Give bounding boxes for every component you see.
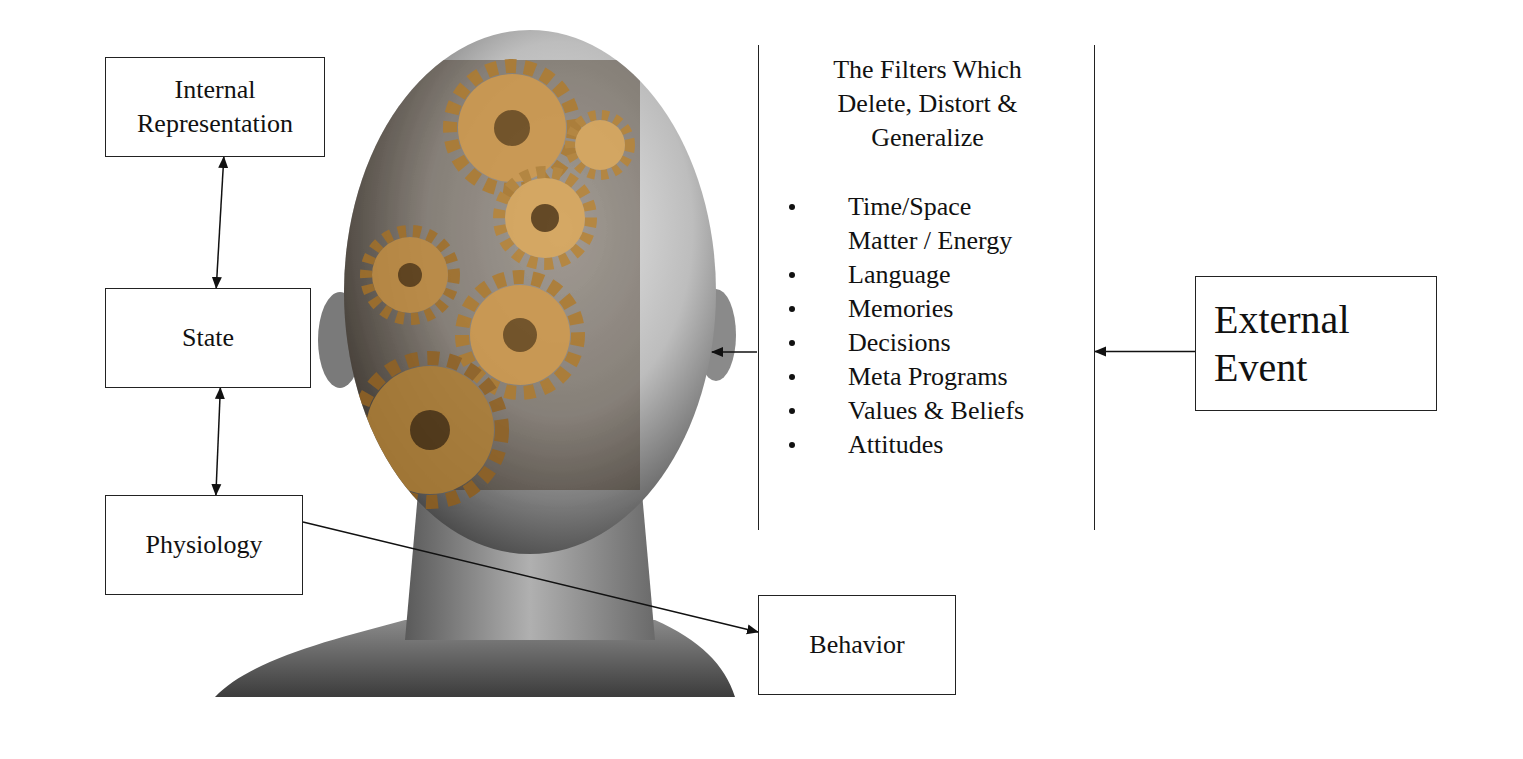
process-box: State — [105, 288, 311, 388]
box-label: External Event — [1214, 296, 1419, 392]
event-box: External Event — [1195, 276, 1437, 411]
arrow-connector — [216, 388, 220, 495]
process-box: Behavior — [758, 595, 956, 695]
bullet-dot — [789, 442, 795, 448]
bullet-dot — [789, 374, 795, 380]
gear — [570, 115, 630, 175]
list-item: Memories — [848, 292, 1088, 326]
process-box: Internal Representation — [105, 57, 325, 157]
gears — [340, 60, 640, 502]
list-item: Attitudes — [848, 428, 1088, 462]
gear — [499, 172, 591, 264]
gear — [575, 120, 625, 170]
list-item: Meta Programs — [848, 360, 1088, 394]
gear-hub — [531, 204, 559, 232]
arrow-connector — [1095, 351, 1195, 353]
gear-hub — [503, 318, 537, 352]
gear — [458, 74, 566, 182]
gear — [470, 285, 570, 385]
box-label: State — [182, 321, 234, 355]
band-heading: The Filters Which Delete, Distort & Gene… — [812, 53, 1043, 155]
box-label: Physiology — [145, 528, 262, 562]
gear-hub — [398, 263, 422, 287]
process-box: Physiology — [105, 495, 303, 595]
gear — [462, 277, 578, 393]
gear — [366, 366, 494, 494]
filter-to-head-arrow — [712, 351, 757, 353]
gear-hub — [494, 110, 530, 146]
bullet-dot — [789, 272, 795, 278]
gear — [505, 178, 585, 258]
box-label: Internal Representation — [114, 73, 316, 141]
gear — [358, 358, 502, 502]
box-label: Behavior — [809, 628, 904, 662]
arrow-connector — [216, 157, 224, 288]
bullet-dot — [789, 408, 795, 414]
filter-band: The Filters Which Delete, Distort & Gene… — [758, 45, 1095, 530]
bullet-dot — [789, 204, 795, 210]
gear — [366, 231, 454, 319]
list-item: Time/Space Matter / Energy — [848, 190, 1030, 258]
bullet-dot — [789, 340, 795, 346]
gear-hub — [410, 410, 450, 450]
bullet-dot — [789, 306, 795, 312]
gear — [372, 237, 448, 313]
list-item: Language — [848, 258, 1088, 292]
list-item: Decisions — [848, 326, 1088, 360]
list-item: Values & Beliefs — [848, 394, 1088, 428]
arrow-connector — [303, 522, 758, 632]
